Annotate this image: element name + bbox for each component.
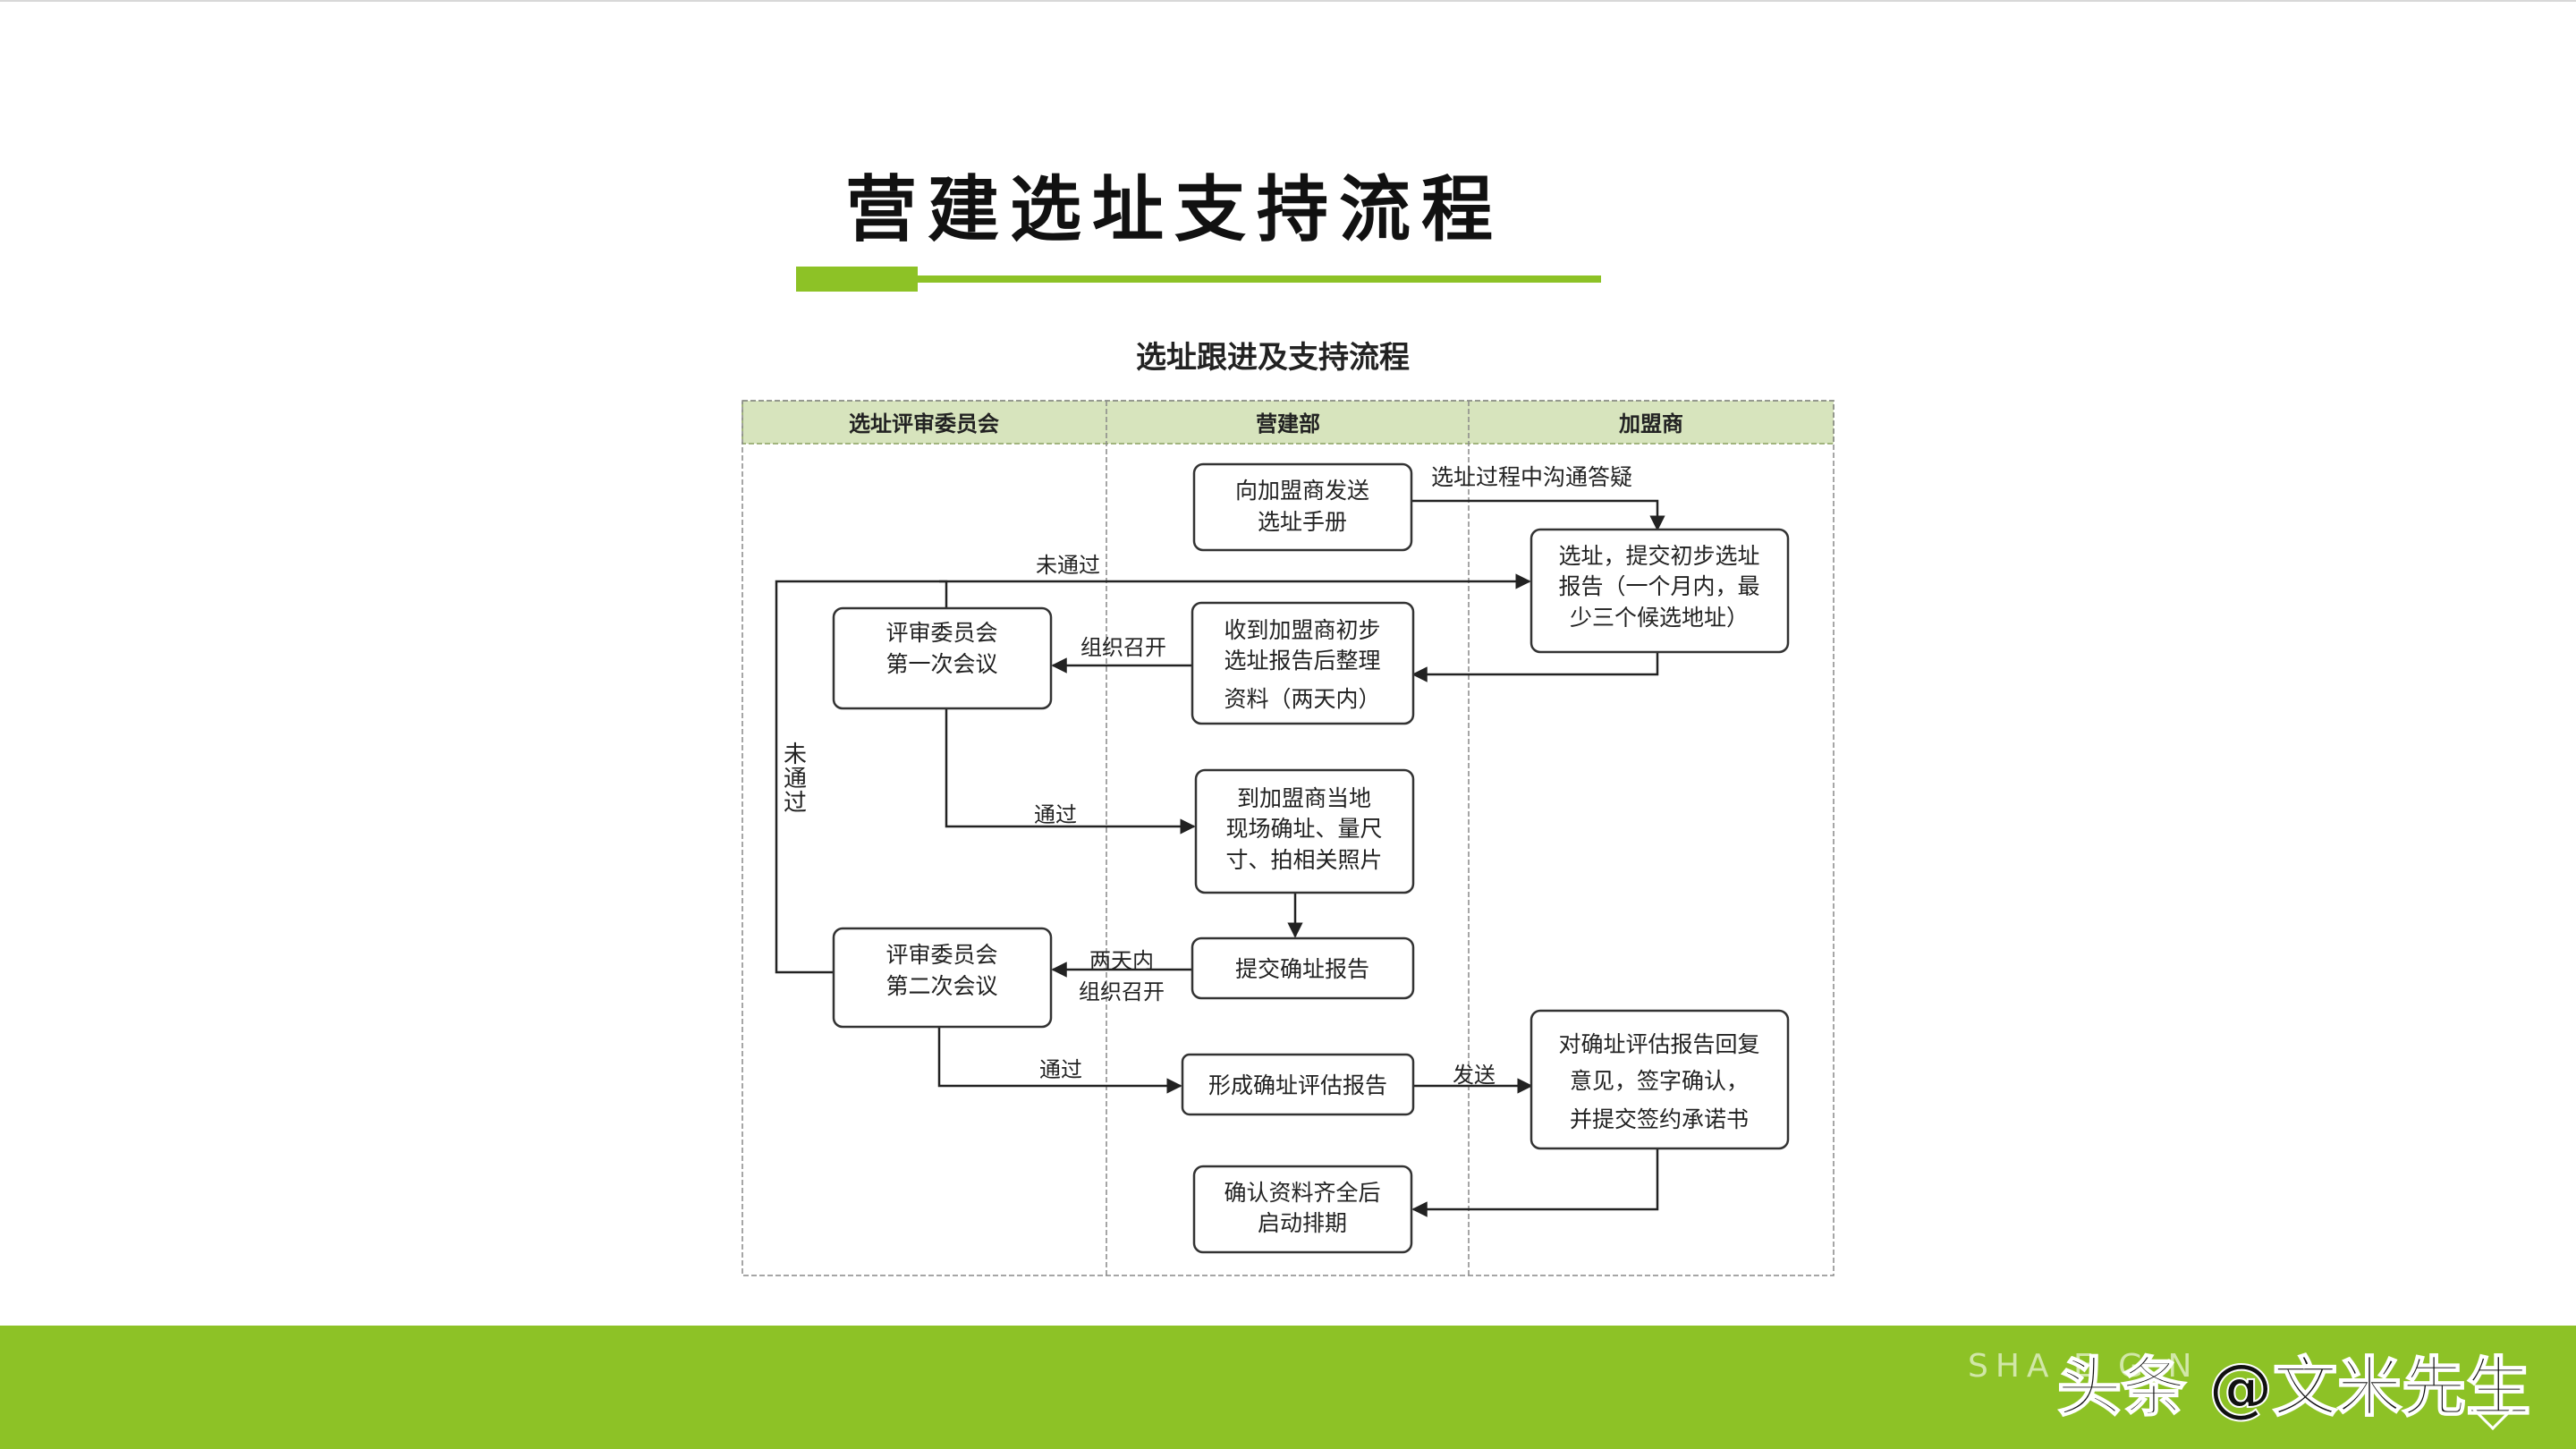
edge-label-two-days: 两天内 [1089, 948, 1154, 973]
svg-text:启动排期: 启动排期 [1258, 1210, 1347, 1236]
swimlane-frame: 选址评审委员会 营建部 加盟商 [741, 400, 1835, 1276]
edge-label-pass-second: 通过 [1039, 1057, 1082, 1082]
flow-node-send-manual: 向加盟商发送 选址手册 [1192, 462, 1413, 552]
edge-label-fail-side-3: 过 [784, 790, 807, 817]
svg-text:到加盟商当地: 到加盟商当地 [1237, 785, 1371, 811]
svg-text:选址，提交初步选址: 选址，提交初步选址 [1558, 543, 1759, 569]
edge-label-fail-top: 未通过 [1036, 553, 1100, 578]
title-underline [796, 275, 1601, 283]
svg-text:向加盟商发送: 向加盟商发送 [1235, 478, 1369, 504]
flow-node-franchisee-feedback: 对确址评估报告回复 意见，签字确认， 并提交签约承诺书 [1530, 1009, 1790, 1150]
flow-node-submit-initial: 选址，提交初步选址 报告（一个月内，最 少三个候选地址） [1530, 528, 1790, 654]
watermark: 头条 @文米先生 [2056, 1349, 2531, 1426]
flow-node-confirm-schedule: 确认资料齐全后 启动排期 [1192, 1165, 1413, 1254]
svg-text:少三个候选地址）: 少三个候选地址） [1570, 605, 1749, 631]
svg-text:评审委员会: 评审委员会 [886, 942, 997, 968]
title-underline-accent [796, 267, 918, 292]
svg-text:评审委员会: 评审委员会 [886, 620, 997, 646]
svg-text:资料（两天内）: 资料（两天内） [1224, 686, 1380, 712]
slide-title: 营建选址支持流程 [845, 168, 1504, 251]
flow-node-receive-report: 收到加盟商初步 选址报告后整理 资料（两天内） [1191, 601, 1415, 725]
edge-submit-to-receive [1411, 652, 1659, 682]
svg-text:第一次会议: 第一次会议 [886, 651, 997, 677]
svg-text:并提交签约承诺书: 并提交签约承诺书 [1570, 1106, 1749, 1132]
flowchart: 选址评审委员会 营建部 加盟商 向加盟商发送 选址手册 选址，提交初步选 [741, 400, 1835, 1276]
flow-node-site-visit: 到加盟商当地 现场确址、量尺 寸、拍相关照片 [1194, 768, 1415, 894]
svg-text:选址手册: 选址手册 [1258, 509, 1347, 535]
svg-text:第二次会议: 第二次会议 [886, 973, 997, 999]
footer-faded-text: SHA E G N [1968, 1348, 2199, 1385]
connectors [775, 499, 1665, 1217]
edge-labels: 选址过程中沟通答疑 未通过 组织召开 未 通 过 通过 两天内 组织召开 通过 … [784, 464, 1632, 1088]
edge-label-send: 发送 [1453, 1063, 1496, 1088]
flow-node-evaluation-report: 形成确址评估报告 [1181, 1053, 1415, 1116]
svg-text:寸、拍相关照片: 寸、拍相关照片 [1225, 847, 1382, 873]
edge-send-manual-to-submit [1411, 499, 1665, 531]
lane-header-franchisee: 加盟商 [1619, 411, 1683, 436]
flow-node-submit-confirm: 提交确址报告 [1191, 936, 1415, 1000]
flow-node-first-meeting: 评审委员会 第一次会议 [832, 606, 1053, 710]
svg-text:选址报告后整理: 选址报告后整理 [1224, 648, 1380, 674]
svg-text:形成确址评估报告: 形成确址评估报告 [1208, 1072, 1387, 1098]
edge-label-fail-side-1: 未 [784, 741, 807, 768]
edge-label-convene: 组织召开 [1080, 635, 1166, 660]
edge-label-communicate: 选址过程中沟通答疑 [1431, 464, 1632, 490]
svg-text:现场确址、量尺: 现场确址、量尺 [1225, 816, 1382, 842]
edge-label-convene-second: 组织召开 [1079, 979, 1165, 1004]
svg-text:确认资料齐全后: 确认资料齐全后 [1224, 1180, 1380, 1206]
diagram-caption: 选址跟进及支持流程 [1136, 340, 1410, 376]
edge-feedback-to-schedule [1411, 1148, 1659, 1217]
edge-second-meeting-fail [775, 573, 1531, 974]
footer-band [0, 1326, 2576, 1449]
edge-first-meeting-pass [945, 708, 1196, 835]
edge-fail-join [939, 580, 948, 619]
svg-text:意见，签字确认，: 意见，签字确认， [1570, 1068, 1749, 1094]
edge-label-pass-first: 通过 [1034, 802, 1077, 827]
lane-header-construction: 营建部 [1256, 411, 1320, 436]
lane-header-committee: 选址评审委员会 [849, 411, 999, 436]
svg-text:提交确址报告: 提交确址报告 [1235, 956, 1369, 982]
svg-text:报告（一个月内，最: 报告（一个月内，最 [1558, 573, 1759, 599]
edge-second-meeting-pass [937, 1027, 1182, 1094]
edge-label-fail-side-2: 通 [784, 766, 807, 792]
svg-text:收到加盟商初步: 收到加盟商初步 [1224, 617, 1380, 643]
flow-node-second-meeting: 评审委员会 第二次会议 [832, 927, 1053, 1029]
svg-text:对确址评估报告回复: 对确址评估报告回复 [1558, 1031, 1759, 1057]
